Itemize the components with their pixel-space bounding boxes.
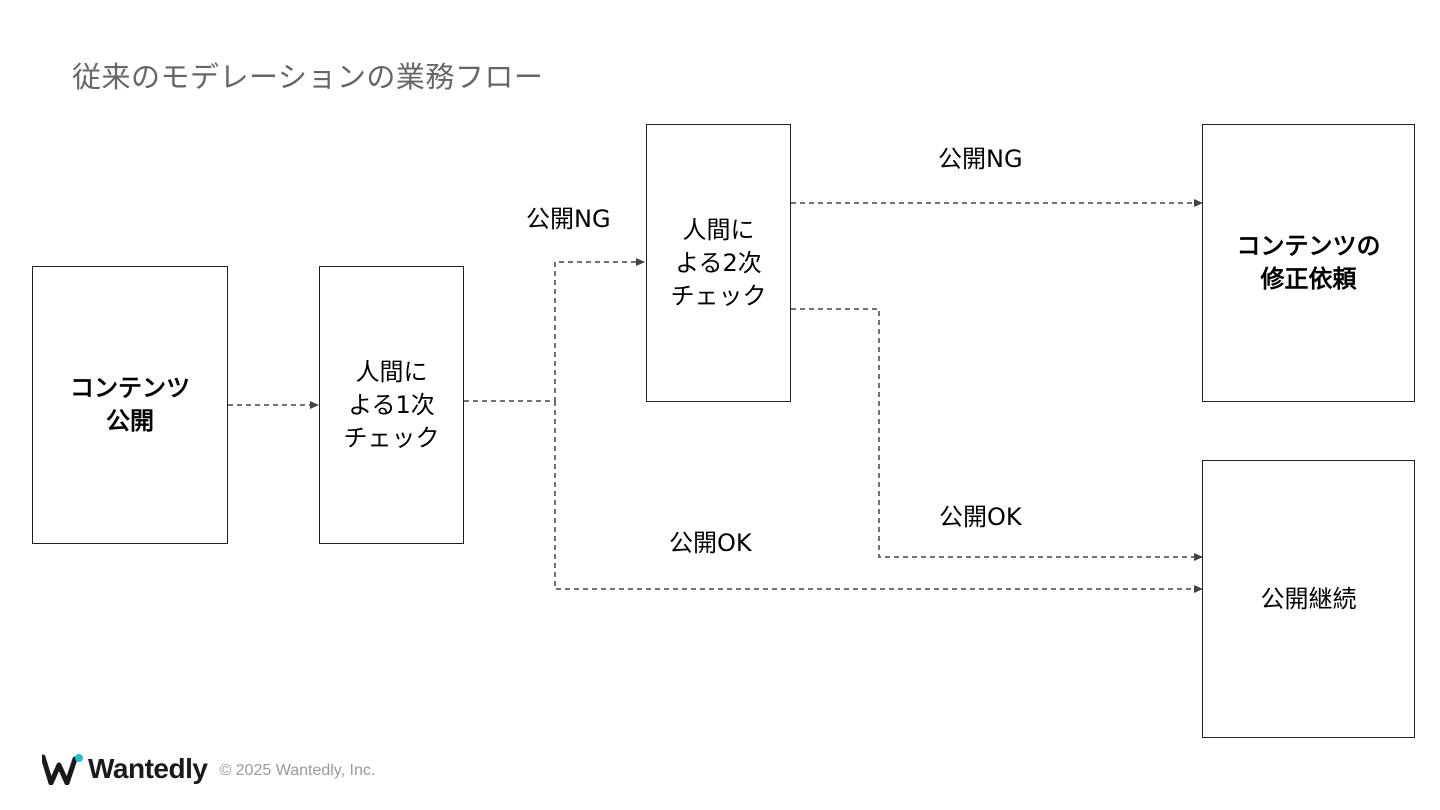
copyright: © 2025 Wantedly, Inc. <box>219 762 376 779</box>
node-content-publish: コンテンツ 公開 <box>32 266 228 544</box>
node-content-publish-label: コンテンツ 公開 <box>70 374 190 435</box>
edge-label-second-ok: 公開OK <box>939 503 1022 531</box>
node-continue-publish: 公開継続 <box>1202 460 1415 738</box>
brand-name: Wantedly <box>88 753 208 784</box>
node-continue-publish-label: 公開継続 <box>1260 584 1357 613</box>
node-second-check: 人間に よる2次 チェック <box>646 124 791 402</box>
edge-label-first-ok: 公開OK <box>669 529 752 557</box>
slide-title: 従来のモデレーションの業務フロー <box>72 60 544 94</box>
node-revision-request-label: コンテンツの 修正依頼 <box>1236 232 1381 293</box>
edge-label-first-ng: 公開NG <box>526 205 611 233</box>
edge-label-second-ng: 公開NG <box>938 145 1023 173</box>
node-revision-request: コンテンツの 修正依頼 <box>1202 124 1415 402</box>
connector-first-check-ng <box>464 258 645 402</box>
node-first-check: 人間に よる1次 チェック <box>319 266 464 544</box>
node-second-check-label: 人間に よる2次 チェック <box>670 215 767 310</box>
node-first-check-label: 人間に よる1次 チェック <box>343 357 440 452</box>
wantedly-logo-icon <box>42 754 83 785</box>
footer: Wantedly © 2025 Wantedly, Inc. <box>42 752 375 786</box>
connector-second-check-ok <box>791 308 1203 561</box>
